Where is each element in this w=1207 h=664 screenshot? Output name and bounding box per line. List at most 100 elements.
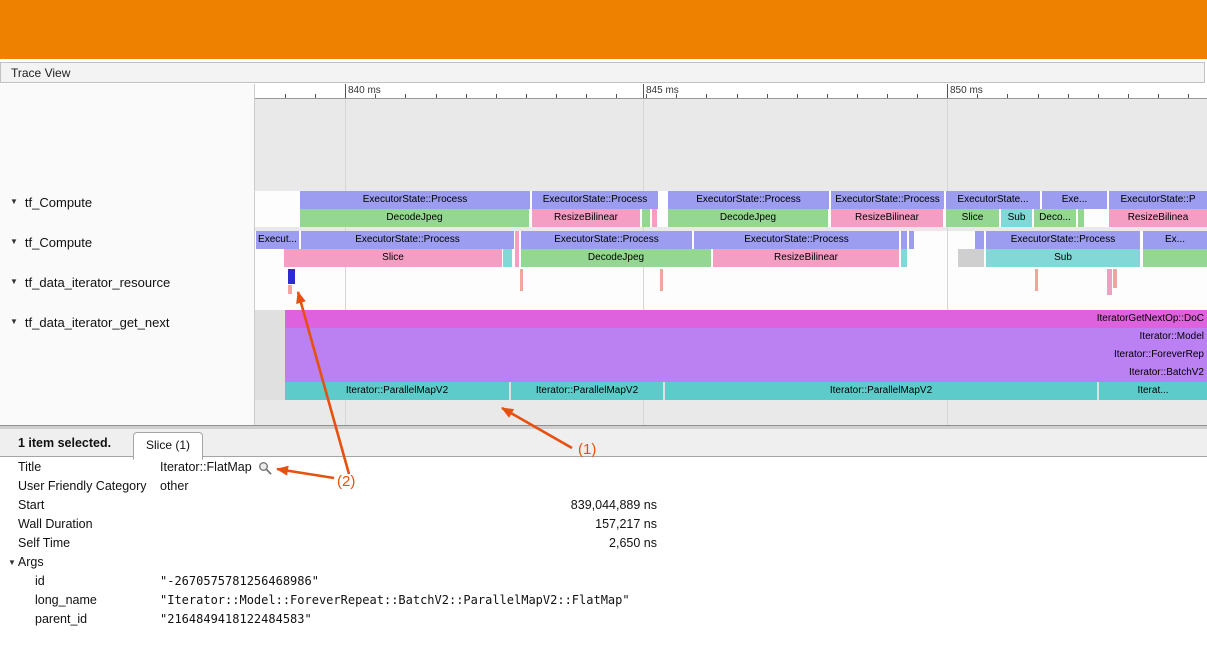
trace-slice[interactable]: ExecutorState::Process: [986, 231, 1140, 249]
ruler-minor-tick: [1157, 94, 1159, 98]
selection-count: 1 item selected.: [18, 436, 112, 450]
trace-slice[interactable]: Deco...: [1034, 209, 1076, 227]
trace-slice[interactable]: ResizeBilinear: [831, 209, 943, 227]
track-label-text: tf_Compute: [24, 234, 93, 250]
detail-label: Wall Duration: [18, 517, 93, 531]
ruler-minor-tick: [495, 94, 497, 98]
gridline: [947, 99, 948, 425]
ruler-minor-tick: [1127, 94, 1129, 98]
trace-slice[interactable]: [1143, 249, 1207, 267]
trace-slice[interactable]: IteratorGetNextOp::DoC: [285, 310, 1207, 328]
detail-row: Wall Duration 157,217 ns: [0, 515, 1207, 534]
trace-slice[interactable]: [1107, 269, 1112, 295]
trace-slice[interactable]: Sub: [986, 249, 1140, 267]
ruler-minor-tick: [826, 94, 828, 98]
trace-slice[interactable]: ExecutorState::Process: [521, 231, 692, 249]
collapse-arrow-icon[interactable]: ▼: [10, 277, 18, 286]
ruler-minor-tick: [555, 94, 557, 98]
trace-slice[interactable]: Iterator::ForeverRep: [285, 346, 1207, 364]
trace-slice[interactable]: Sub: [1001, 209, 1032, 227]
trace-slice[interactable]: Iterator::Model: [285, 328, 1207, 346]
track-label-4[interactable]: ▼tf_data_iterator_get_next: [10, 313, 169, 331]
trace-slice[interactable]: Slice: [284, 249, 502, 267]
trace-slice[interactable]: Ex...: [1143, 231, 1207, 249]
trace-slice[interactable]: [288, 285, 292, 294]
trace-slice[interactable]: [515, 249, 519, 267]
detail-label: Self Time: [18, 536, 71, 550]
trace-slice[interactable]: Iterator::BatchV2: [285, 364, 1207, 382]
ruler-minor-tick: [375, 94, 377, 98]
trace-slice[interactable]: ExecutorState::Process: [300, 191, 530, 209]
time-ruler[interactable]: 840 ms 845 ms 850 ms: [255, 84, 1207, 99]
trace-slice[interactable]: Slice: [946, 209, 999, 227]
collapse-arrow-icon[interactable]: ▼: [10, 237, 18, 246]
trace-slice[interactable]: Iterator::ParallelMapV2: [665, 382, 1097, 400]
trace-slice[interactable]: [1035, 269, 1038, 291]
ruler-minor-tick: [465, 94, 467, 98]
track-label-2[interactable]: ▼ tf_Compute: [10, 233, 92, 251]
trace-slice[interactable]: Iterator::ParallelMapV2: [285, 382, 509, 400]
arg-key: long_name: [35, 593, 97, 607]
trace-slice[interactable]: ExecutorState...: [946, 191, 1040, 209]
timeline-panel: ▼tf_Compute▼tf_Compute▼tf_data_iterator_…: [0, 84, 1207, 425]
ruler-tick-label: 840 ms: [348, 85, 381, 96]
ruler-minor-tick: [646, 94, 648, 98]
tab-strip: 1 item selected. Slice (1): [0, 429, 1207, 460]
arg-row: parent_id"2164849418122484583": [0, 610, 1207, 629]
trace-slice[interactable]: [975, 231, 984, 249]
ruler-minor-tick: [706, 94, 708, 98]
trace-slice[interactable]: [503, 249, 512, 267]
trace-slice[interactable]: [515, 231, 519, 249]
trace-slice[interactable]: [642, 209, 650, 227]
trace-slice[interactable]: Iterat...: [1099, 382, 1207, 400]
trace-slice[interactable]: [288, 269, 295, 284]
ruler-minor-tick: [917, 94, 919, 98]
ruler-minor-tick: [676, 94, 678, 98]
trace-slice[interactable]: DecodeJpeg: [521, 249, 711, 267]
collapse-arrow-icon[interactable]: ▼: [10, 197, 18, 206]
ruler-minor-tick: [315, 94, 317, 98]
track-label-column: ▼tf_Compute▼tf_Compute▼tf_data_iterator_…: [0, 84, 255, 425]
trace-slice[interactable]: ResizeBilinea: [1109, 209, 1207, 227]
trace-slice[interactable]: [652, 209, 657, 227]
collapse-arrow-icon[interactable]: ▼: [10, 317, 18, 326]
trace-slice[interactable]: [520, 269, 523, 291]
trace-slice[interactable]: ExecutorState::Process: [532, 191, 658, 209]
args-toggle[interactable]: ▼Args: [8, 553, 44, 572]
trace-slice[interactable]: [1078, 209, 1084, 227]
magnifier-icon[interactable]: [258, 461, 272, 475]
trace-slice[interactable]: DecodeJpeg: [300, 209, 529, 227]
trace-slice[interactable]: [909, 231, 914, 249]
track-label-3[interactable]: ▼tf_data_iterator_resource: [10, 273, 170, 291]
ruler-minor-tick: [887, 94, 888, 98]
trace-slice[interactable]: Iterator::ParallelMapV2: [511, 382, 663, 400]
trace-slice[interactable]: [1113, 269, 1117, 288]
trace-slice[interactable]: ExecutorState::P: [1109, 191, 1207, 209]
trace-slice[interactable]: [901, 231, 907, 249]
trace-slice[interactable]: ResizeBilinear: [532, 209, 640, 227]
tab-slice[interactable]: Slice (1): [133, 432, 204, 460]
trace-slice[interactable]: [958, 249, 984, 267]
trace-slice[interactable]: ExecutorState::Process: [301, 231, 514, 249]
trace-slice[interactable]: [901, 249, 907, 267]
trace-slice[interactable]: ExecutorState::Process: [831, 191, 944, 209]
track-label-1[interactable]: ▼tf_Compute: [10, 193, 92, 211]
trace-view-header: Trace View: [0, 62, 1205, 83]
ruler-tick-label: 850 ms: [950, 85, 983, 96]
trace-slice[interactable]: DecodeJpeg: [668, 209, 828, 227]
ruler-major-tick: [643, 84, 644, 98]
trace-slice[interactable]: Exe...: [1042, 191, 1107, 209]
ruler-tick-label: 845 ms: [646, 85, 679, 96]
trace-slice[interactable]: [660, 269, 663, 291]
trace-slice[interactable]: ResizeBilinear: [713, 249, 899, 267]
panel-splitter[interactable]: [0, 425, 1207, 429]
detail-value: 157,217 ns: [595, 517, 657, 531]
trace-slice[interactable]: ExecutorState::Process: [694, 231, 899, 249]
trace-slice[interactable]: Execut...: [256, 231, 299, 249]
trace-slice[interactable]: ExecutorState::Process: [668, 191, 829, 209]
track-row-bg-iterator-resource: [255, 267, 1207, 310]
